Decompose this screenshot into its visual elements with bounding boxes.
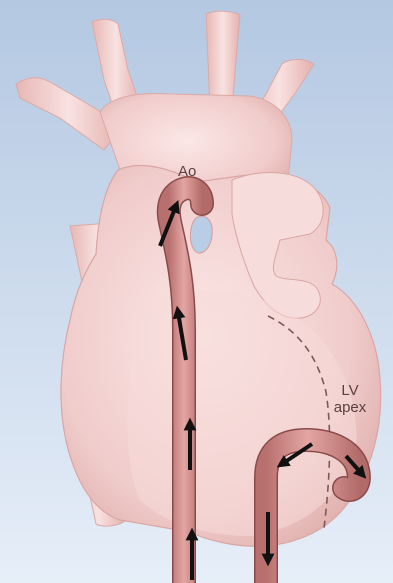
- lv-label-line2: apex: [322, 399, 378, 416]
- aorta-label: Ao: [178, 163, 196, 180]
- lv-label-line1: LV: [322, 382, 378, 399]
- lv-apex-label: LV apex: [322, 382, 378, 416]
